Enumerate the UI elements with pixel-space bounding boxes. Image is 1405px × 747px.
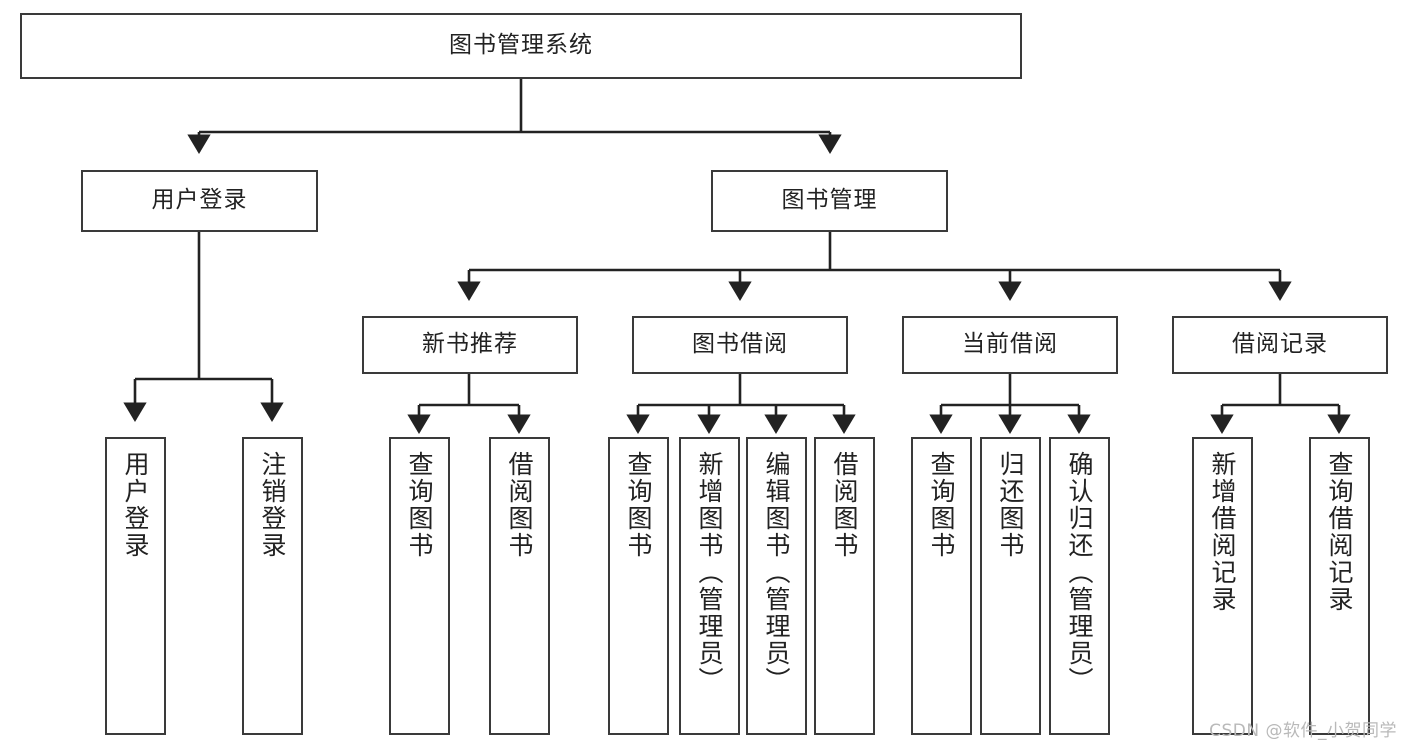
leaf-book-borrow-query[interactable]: 查询图书	[608, 437, 669, 735]
node-label: 用户登录	[151, 187, 248, 214]
leaf-current-borrow-return[interactable]: 归还图书	[980, 437, 1041, 735]
node-label: 当前借阅	[962, 331, 1058, 358]
node-book-management[interactable]: 图书管理	[711, 170, 948, 232]
leaf-book-borrow-edit[interactable]: 编辑图书（管理员）	[746, 437, 807, 735]
node-book-borrow[interactable]: 图书借阅	[632, 316, 848, 374]
node-label: 新书推荐	[422, 331, 518, 358]
node-label: 借阅图书	[505, 451, 534, 559]
leaf-current-borrow-query[interactable]: 查询图书	[911, 437, 972, 735]
node-root-system[interactable]: 图书管理系统	[20, 13, 1022, 79]
leaf-book-borrow-borrow[interactable]: 借阅图书	[814, 437, 875, 735]
leaf-records-query[interactable]: 查询借阅记录	[1309, 437, 1370, 735]
node-label: 编辑图书（管理员）	[762, 451, 791, 694]
node-label: 借阅图书	[830, 451, 859, 559]
node-label: 用户登录	[121, 451, 150, 559]
node-label: 查询图书	[405, 451, 434, 559]
leaf-user-login-logout[interactable]: 注销登录	[242, 437, 303, 735]
node-new-book-recommend[interactable]: 新书推荐	[362, 316, 578, 374]
leaf-new-book-query[interactable]: 查询图书	[389, 437, 450, 735]
node-label: 新增图书（管理员）	[695, 451, 724, 694]
node-label: 图书管理系统	[449, 32, 593, 59]
leaf-new-book-borrow[interactable]: 借阅图书	[489, 437, 550, 735]
node-current-borrow[interactable]: 当前借阅	[902, 316, 1118, 374]
node-borrow-records[interactable]: 借阅记录	[1172, 316, 1388, 374]
node-label: 查询借阅记录	[1325, 451, 1354, 613]
node-label: 查询图书	[624, 451, 653, 559]
node-label: 借阅记录	[1232, 331, 1328, 358]
node-label: 查询图书	[927, 451, 956, 559]
node-label: 注销登录	[258, 451, 287, 559]
leaf-book-borrow-add[interactable]: 新增图书（管理员）	[679, 437, 740, 735]
node-label: 确认归还（管理员）	[1065, 451, 1094, 694]
leaf-current-borrow-confirm-return[interactable]: 确认归还（管理员）	[1049, 437, 1110, 735]
node-user-login[interactable]: 用户登录	[81, 170, 318, 232]
leaf-records-add[interactable]: 新增借阅记录	[1192, 437, 1253, 735]
node-label: 图书借阅	[692, 331, 788, 358]
node-label: 归还图书	[996, 451, 1025, 559]
leaf-user-login-login[interactable]: 用户登录	[105, 437, 166, 735]
node-label: 新增借阅记录	[1208, 451, 1237, 613]
node-label: 图书管理	[781, 187, 878, 214]
